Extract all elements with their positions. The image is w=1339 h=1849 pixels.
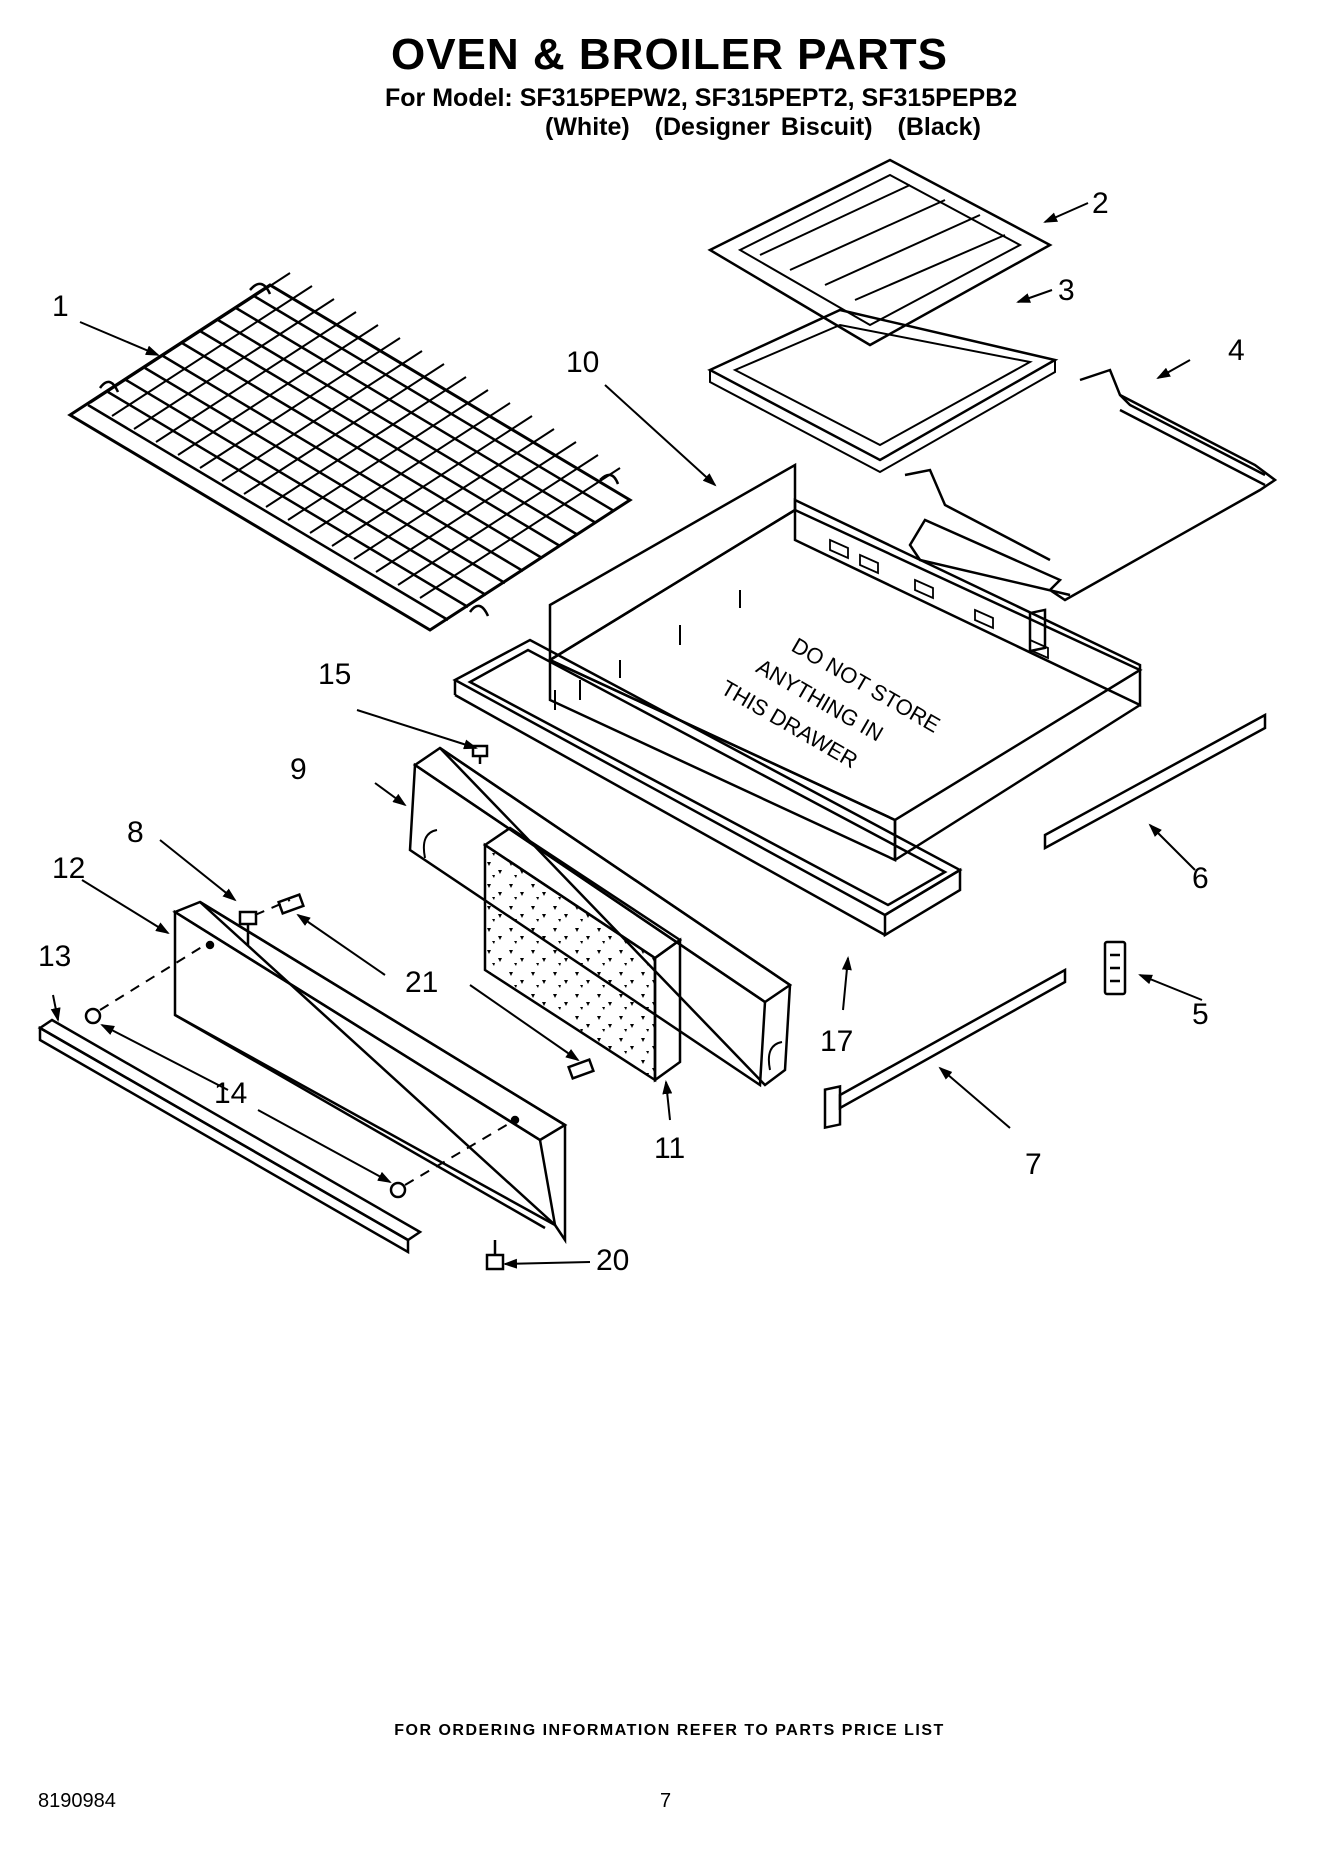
broiler-pan-part <box>707 308 1059 474</box>
callout-20: 20 <box>596 1244 629 1277</box>
callout-5: 5 <box>1192 998 1209 1031</box>
nut-14a <box>84 1007 102 1025</box>
callout-15: 15 <box>318 658 351 691</box>
callout-21: 21 <box>405 966 438 999</box>
drawer-slide-7-part <box>823 967 1067 1130</box>
color-variants: (White) (Designer Biscuit) (Black) <box>545 113 995 142</box>
screw-21b <box>567 1057 595 1081</box>
screw-21a <box>277 892 305 916</box>
callout-6: 6 <box>1192 862 1209 895</box>
color-white: (White) <box>545 113 630 141</box>
color-black: (Black) <box>897 113 981 141</box>
page-number: 7 <box>660 1790 672 1812</box>
broiler-pan-grid-part <box>707 158 1053 347</box>
callout-7: 7 <box>1025 1148 1042 1181</box>
callout-2: 2 <box>1092 187 1109 220</box>
screw-15 <box>471 744 489 764</box>
slide-bracket-part <box>1103 940 1127 996</box>
model-line: For Model: SF315PEPW2, SF315PEPT2, SF315… <box>385 84 1018 112</box>
drawer-frame-part <box>452 638 963 938</box>
screw-8 <box>238 910 258 945</box>
callout-14: 14 <box>214 1077 247 1110</box>
callout-3: 3 <box>1058 274 1075 307</box>
drawer-inner-panel-part <box>408 746 793 1088</box>
storage-drawer-part <box>547 462 1143 862</box>
insulation-part <box>482 826 683 1083</box>
page-title: OVEN & BROILER PARTS <box>390 30 948 79</box>
drawer-slide-6-part <box>1028 608 1267 851</box>
callout-13: 13 <box>38 940 71 973</box>
callout-17: 17 <box>820 1025 853 1058</box>
drawer-support-part <box>904 368 1278 602</box>
oven-rack-part <box>67 272 633 632</box>
ordering-note: FOR ORDERING INFORMATION REFER TO PARTS … <box>394 1722 945 1739</box>
callout-11: 11 <box>654 1132 685 1165</box>
screw-20 <box>485 1240 505 1271</box>
drawer-trim-part <box>37 1018 423 1255</box>
drawer-warning: DO NOT STORE ANYTHING IN THIS DRAWER <box>717 633 944 774</box>
callout-1: 1 <box>52 290 69 323</box>
drawer-front-panel-part <box>172 900 568 1245</box>
color-designer-biscuit: (Designer Biscuit) <box>654 113 873 141</box>
callout-4: 4 <box>1228 334 1245 367</box>
callout-numbers: 1 2 3 4 5 6 7 8 9 10 11 12 13 14 15 17 2… <box>38 187 1245 1277</box>
callout-10: 10 <box>566 346 599 379</box>
callout-9: 9 <box>290 753 307 786</box>
callout-12: 12 <box>52 852 85 885</box>
nut-14b <box>389 1181 407 1199</box>
doc-number: 8190984 <box>38 1790 116 1812</box>
callout-8: 8 <box>127 816 144 849</box>
